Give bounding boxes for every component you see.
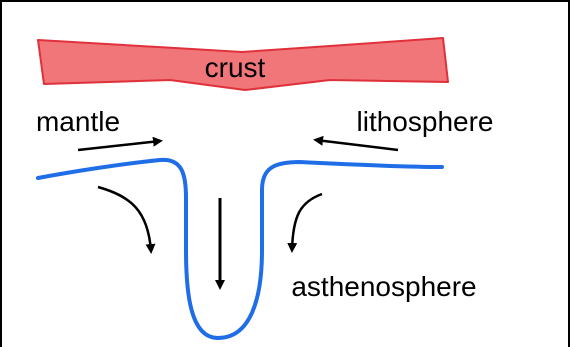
asthenosphere-label: asthenosphere (291, 271, 476, 302)
crust-label: crust (205, 52, 266, 83)
lithosphere-flow-arrow-left (316, 140, 398, 150)
left-downward-curved-arrow (98, 187, 151, 251)
mantle-label: mantle (36, 106, 120, 137)
mantle-flow-arrow-right (78, 141, 160, 150)
lithosphere-label: lithosphere (357, 106, 494, 137)
right-downward-curved-arrow (292, 194, 322, 250)
